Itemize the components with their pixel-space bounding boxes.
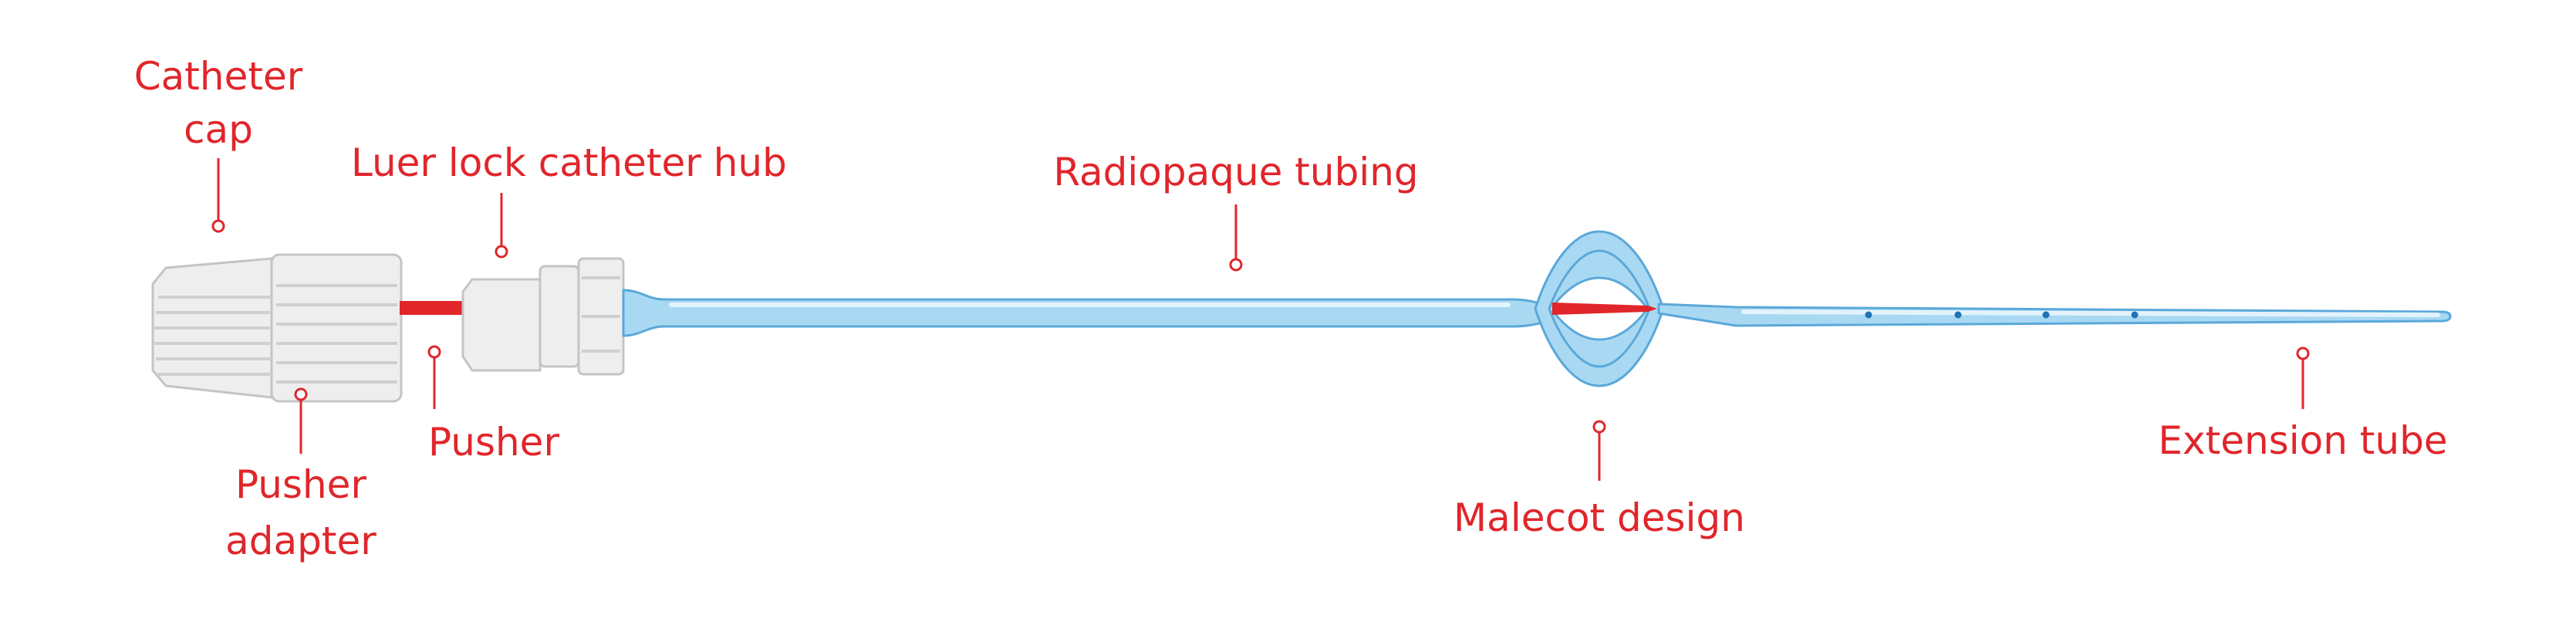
marker-pusher-adapter (294, 387, 308, 401)
marker-pusher (427, 345, 441, 359)
marker-extension-tube (2296, 346, 2310, 360)
malecot-pusher-tip (1552, 303, 1657, 315)
luer-lock-hub (461, 257, 625, 376)
label-malecot-design: Malecot design (1453, 495, 1745, 540)
radiopaque-tubing (622, 289, 1545, 337)
label-radiopaque-tubing: Radiopaque tubing (1053, 150, 1418, 194)
marker-catheter-cap (211, 219, 225, 233)
label-extension-tube: Extension tube (2158, 418, 2447, 463)
marker-malecot-design (1592, 420, 1606, 434)
label-pusher-adapter-line2: adapter (225, 519, 376, 563)
malecot-design (1534, 230, 1665, 387)
label-catheter-cap-line2: cap (184, 107, 253, 152)
drainage-holes (1865, 311, 2139, 319)
label-luer-lock-hub: Luer lock catheter hub (351, 140, 787, 185)
label-pusher: Pusher (428, 420, 559, 465)
pusher-rod (400, 301, 465, 315)
extension-tube (1657, 303, 2452, 327)
marker-radiopaque-tubing (1229, 258, 1243, 272)
marker-luer-lock-hub (495, 245, 508, 259)
catheter-cap (151, 257, 273, 399)
pusher-adapter (270, 253, 403, 403)
label-catheter-cap-line1: Catheter (134, 54, 303, 99)
label-pusher-adapter-line1: Pusher (235, 462, 366, 507)
